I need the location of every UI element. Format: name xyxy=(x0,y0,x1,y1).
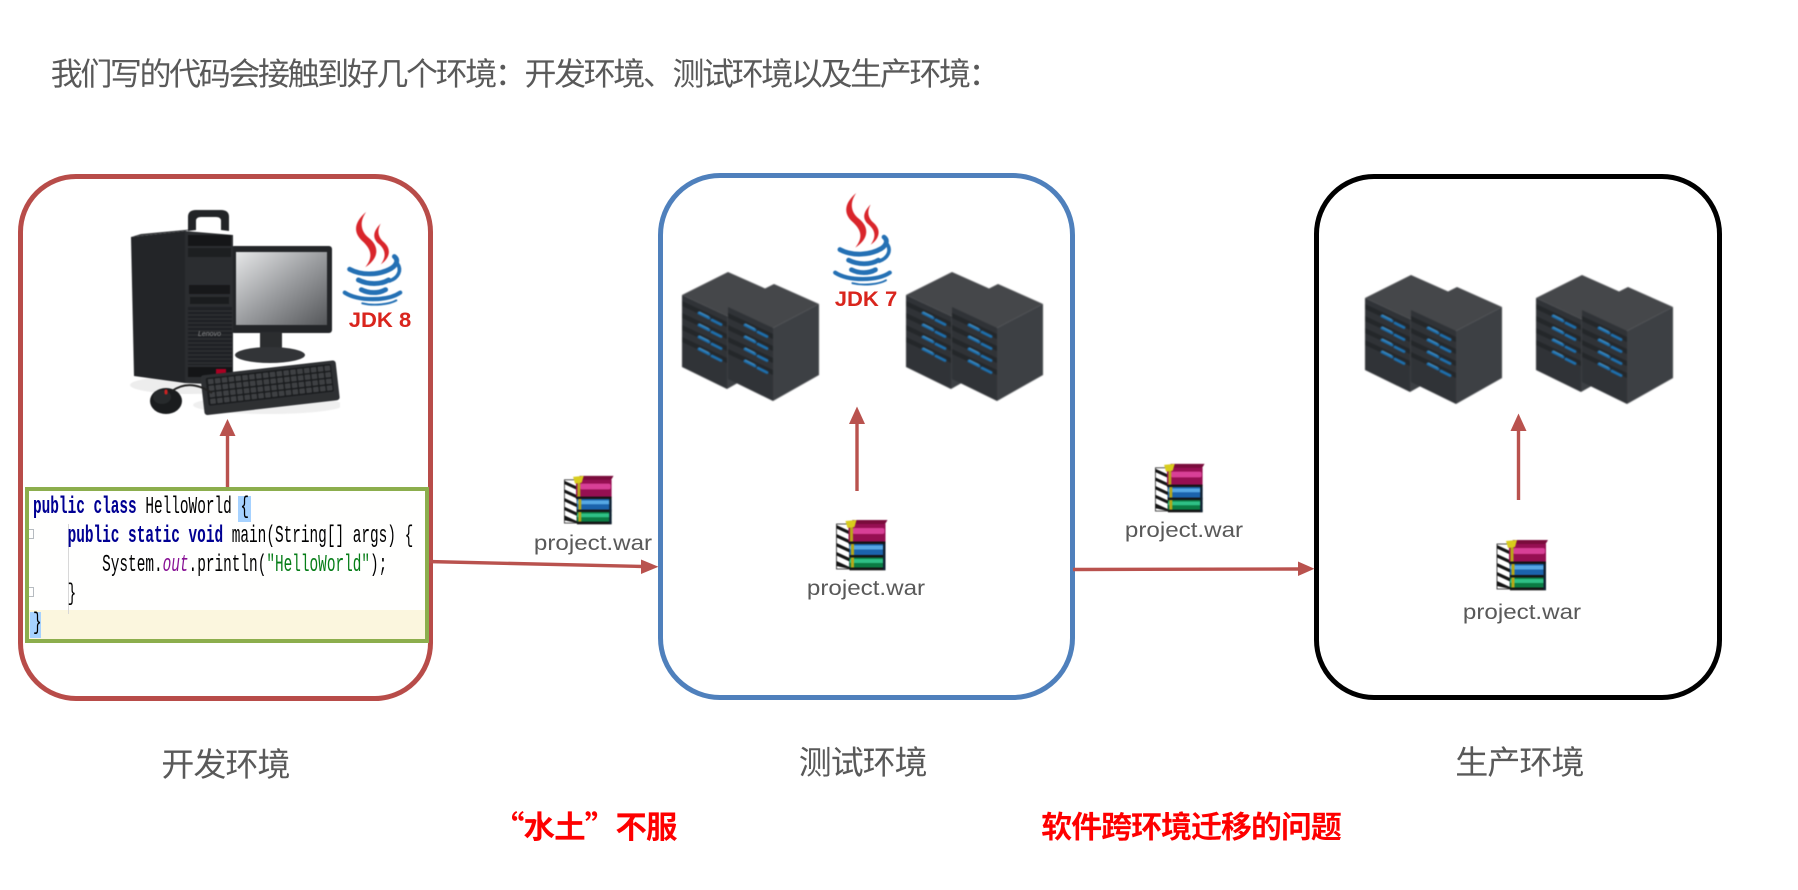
svg-text:Lenovo: Lenovo xyxy=(198,331,221,338)
